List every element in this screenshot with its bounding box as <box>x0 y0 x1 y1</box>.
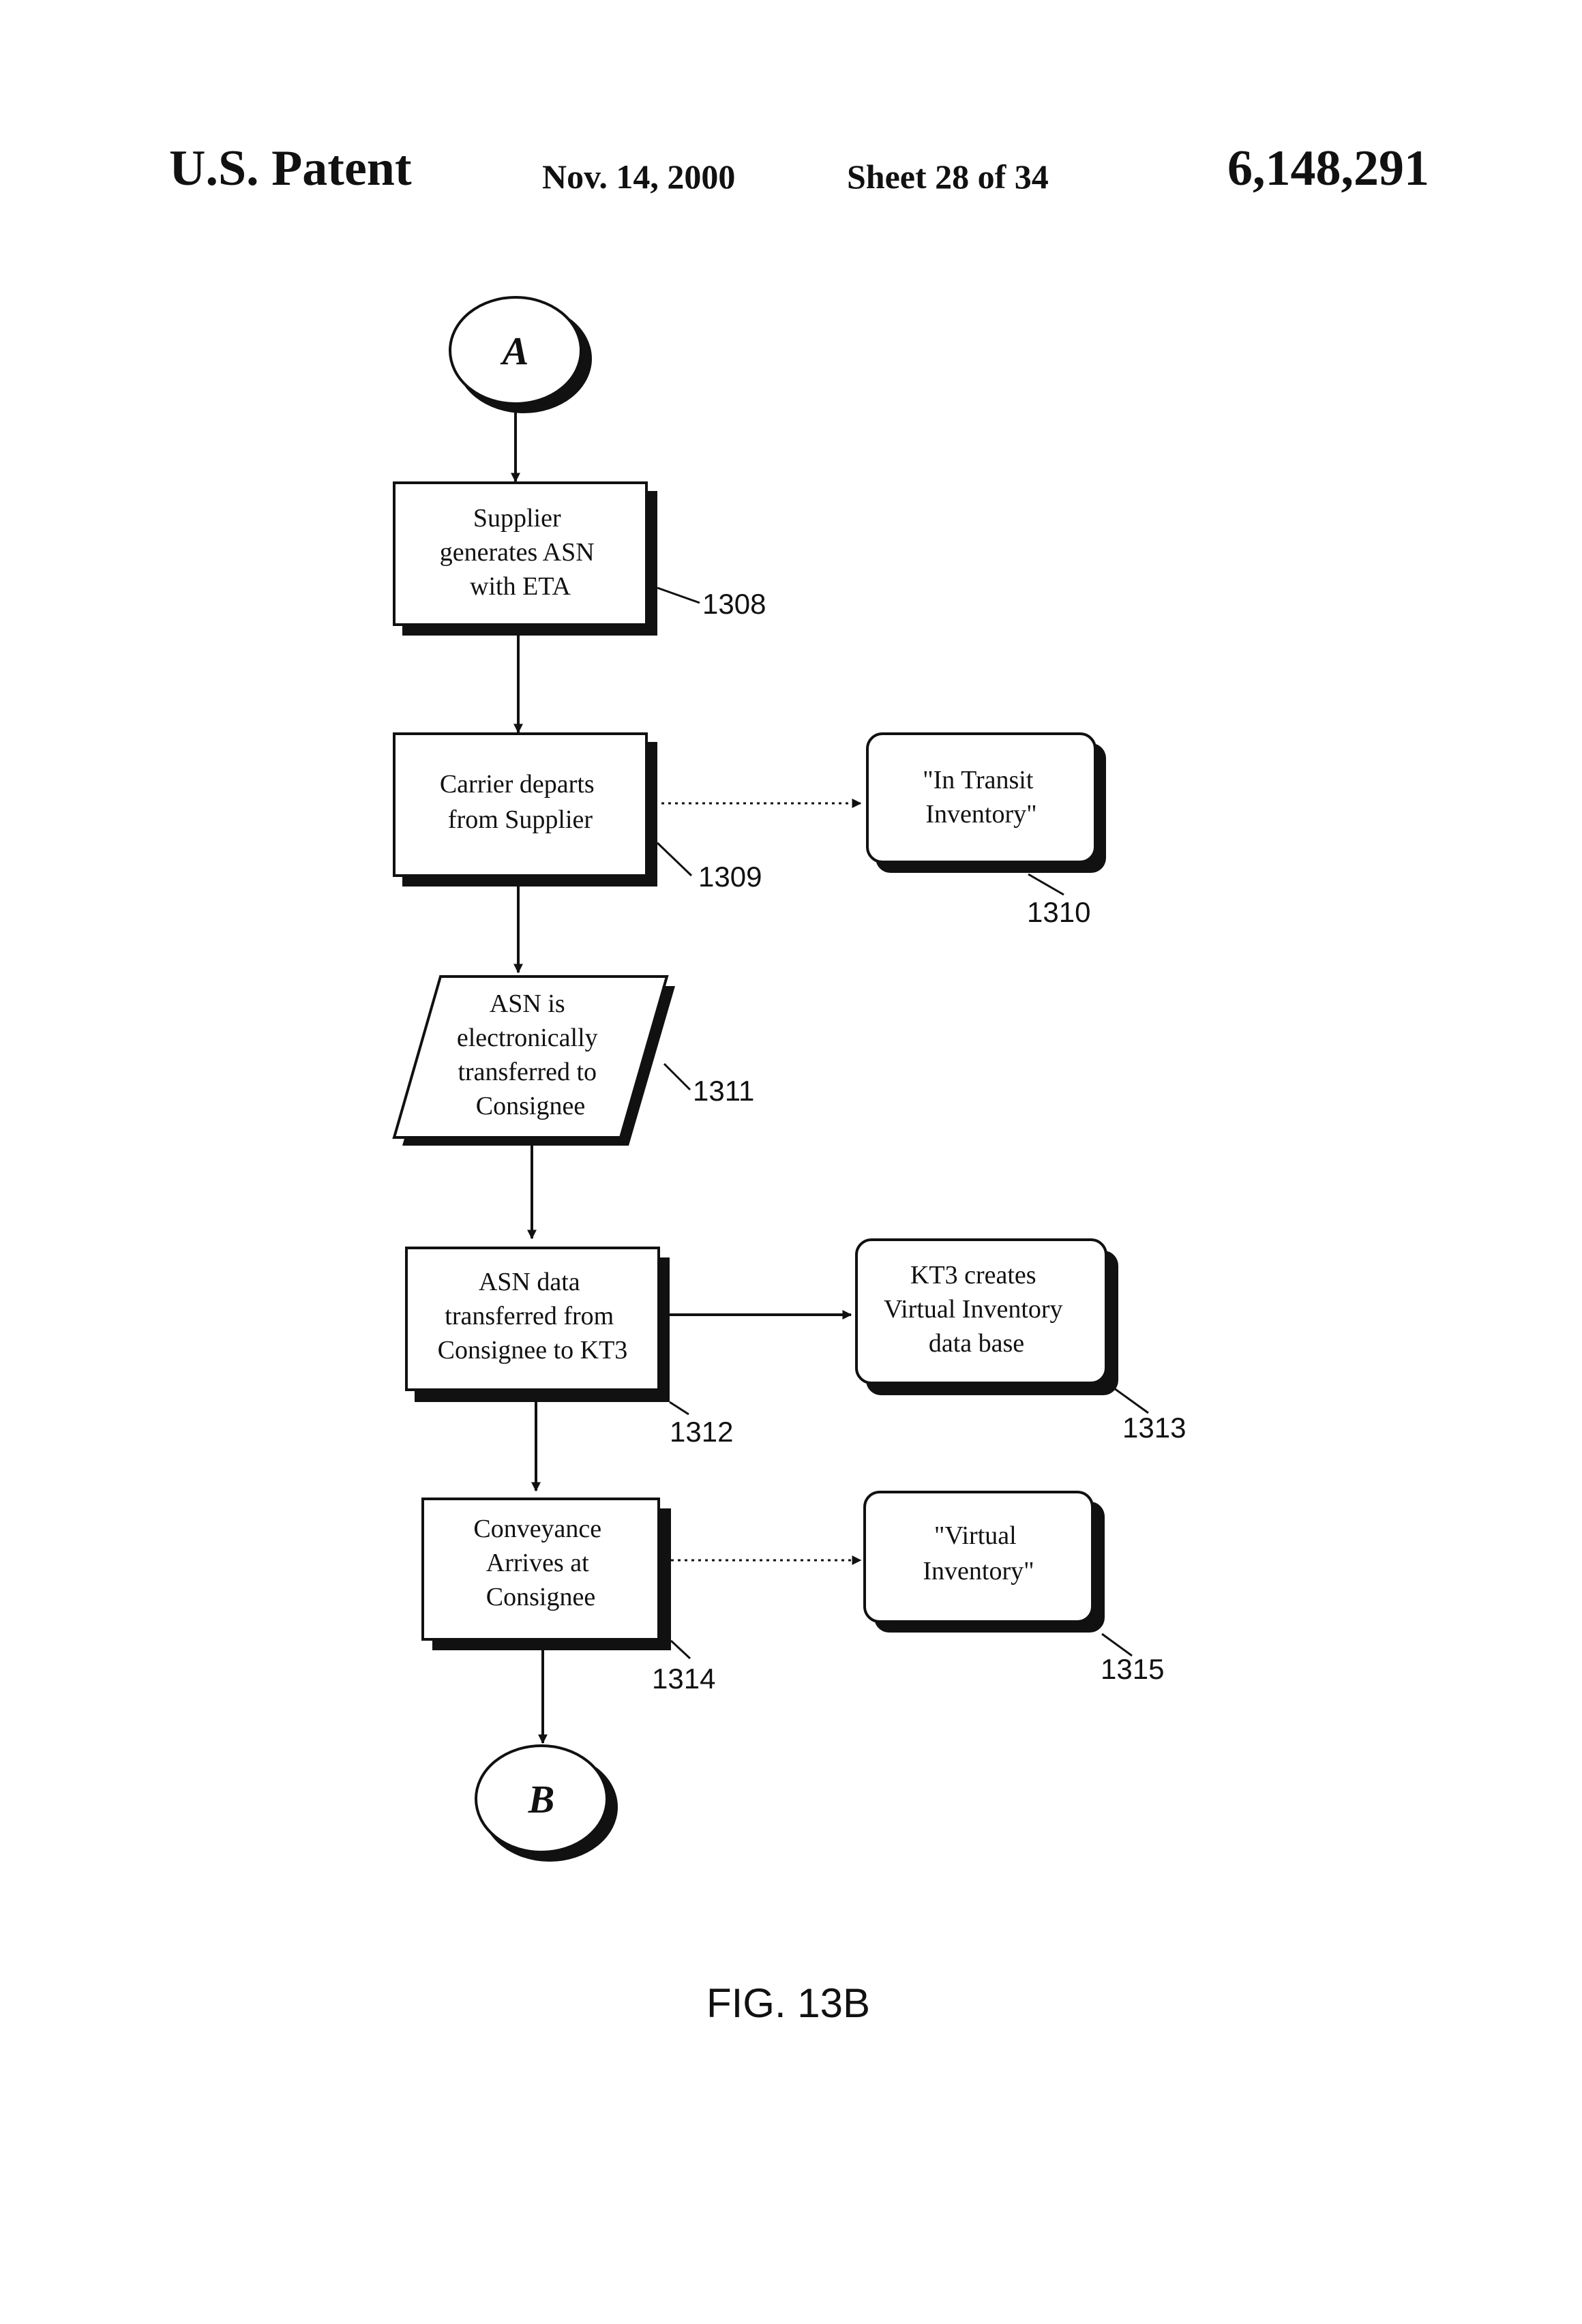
ref-1312: 1312 <box>670 1416 733 1448</box>
step-1310-line-2: Inventory" <box>925 800 1036 829</box>
step-1309-line-1: Carrier departs <box>440 770 595 799</box>
ref-1308-leader <box>657 588 700 603</box>
step-1312-box: ASN data transferred from Consignee to K… <box>406 1248 670 1402</box>
step-1313-line-2: Virtual Inventory <box>884 1295 1063 1324</box>
svg-text:Conveyance Arrives at: Conveyance Arrives at Consignee <box>473 1515 608 1611</box>
ref-1311: 1311 <box>693 1075 754 1107</box>
ref-1315: 1315 <box>1101 1653 1164 1685</box>
step-1311-line-2: electronically <box>457 1024 598 1052</box>
step-1313-line-1: KT3 creates <box>910 1261 1036 1290</box>
ref-1309-leader <box>657 843 691 876</box>
step-1310-box: "In Transit Inventory" <box>867 734 1106 873</box>
step-1308-line-2: generates ASN <box>440 538 595 567</box>
step-1313-box: KT3 creates Virtual Inventory data base <box>856 1240 1118 1395</box>
step-1314-box: Conveyance Arrives at Consignee <box>423 1499 671 1650</box>
connector-a-label: A <box>501 329 529 373</box>
step-1315-line-2: Inventory" <box>923 1557 1034 1585</box>
step-1313-line-3: data base <box>929 1329 1024 1358</box>
step-1314-line-3: Consignee <box>486 1583 595 1611</box>
step-1315-line-1: "Virtual <box>934 1521 1017 1550</box>
step-1314-line-2: Arrives at <box>486 1549 589 1577</box>
connector-a: A <box>450 297 592 413</box>
step-1312-line-2: transferred from <box>445 1302 614 1330</box>
ref-1311-leader <box>664 1064 690 1090</box>
step-1308-line-3: with ETA <box>470 572 571 601</box>
ref-1309: 1309 <box>698 861 762 893</box>
ref-1313-leader <box>1114 1388 1148 1413</box>
ref-1310: 1310 <box>1027 896 1090 928</box>
ref-1310-leader <box>1028 874 1064 895</box>
step-1308-line-1: Supplier <box>473 504 561 533</box>
ref-1313: 1313 <box>1122 1412 1186 1444</box>
ref-1314-leader <box>671 1641 690 1658</box>
connector-b: B <box>476 1746 618 1862</box>
step-1311-line-4: Consignee <box>476 1092 585 1120</box>
figure-label: FIG. 13B <box>706 1980 870 2026</box>
step-1315-box: "Virtual Inventory" <box>865 1492 1105 1633</box>
step-1312-line-3: Consignee to KT3 <box>438 1336 628 1365</box>
step-1309-line-2: from Supplier <box>448 805 593 834</box>
step-1310-line-1: "In Transit <box>923 766 1034 794</box>
connector-b-label: B <box>528 1777 555 1821</box>
step-1308-box: Supplier generates ASN with ETA <box>394 483 657 636</box>
step-1311-line-3: transferred to <box>458 1058 597 1086</box>
step-1311-line-1: ASN is <box>490 989 565 1018</box>
ref-1312-leader <box>670 1402 689 1414</box>
ref-1308: 1308 <box>702 588 766 620</box>
step-1312-line-1: ASN data <box>479 1268 580 1296</box>
ref-1314: 1314 <box>652 1663 715 1695</box>
step-1311-parallelogram: ASN is electronically transferred to Con… <box>394 977 675 1146</box>
step-1309-box: Carrier departs from Supplier <box>394 734 657 887</box>
step-1314-line-1: Conveyance <box>473 1515 601 1543</box>
